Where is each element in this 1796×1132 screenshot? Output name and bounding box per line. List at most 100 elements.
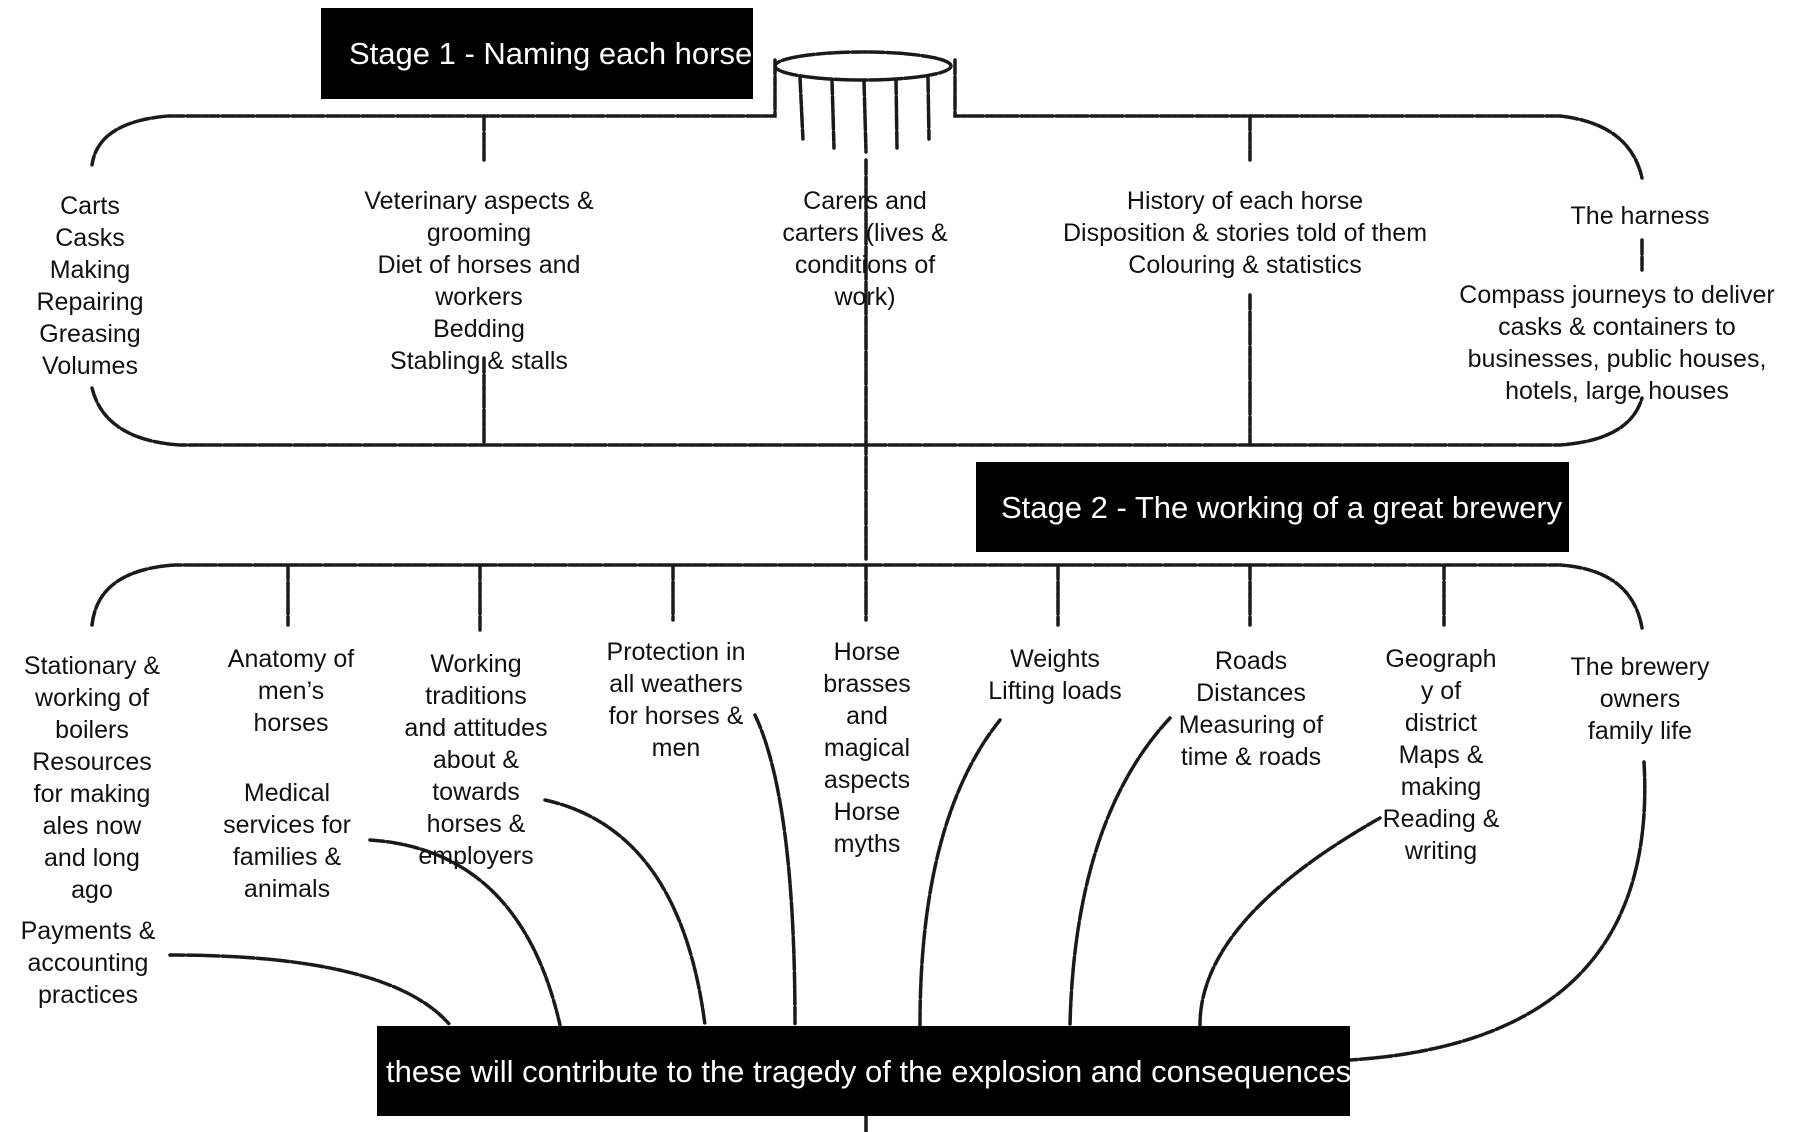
node-text-line: working of: [35, 684, 149, 712]
node-text-line: ales now: [42, 812, 142, 840]
node-text-line: traditions: [425, 682, 527, 710]
node-text-line: about &: [432, 746, 520, 774]
node-text-line: family life: [1587, 717, 1693, 745]
node-text-line: Distances: [1196, 679, 1306, 707]
node-text-line: men: [651, 734, 701, 762]
node-text-line: Medical: [243, 779, 331, 807]
node-text-line: boilers: [55, 716, 129, 744]
node-text-line: horses: [253, 709, 329, 737]
node-text-line: district: [1404, 709, 1478, 737]
stage2-title: Stage 2 - The working of a great brewery: [1001, 489, 1563, 525]
node-text-line: for making: [33, 780, 151, 808]
node-text-line: all weathers: [609, 670, 743, 698]
node-text-line: Greasing: [39, 320, 141, 348]
node-text-line: work): [834, 283, 896, 311]
node-text-line: Maps &: [1398, 741, 1484, 769]
node-text-line: Bedding: [433, 315, 525, 343]
node-text-line: Protection in: [606, 638, 746, 666]
node-text-line: Geograph: [1385, 645, 1497, 673]
node-text-line: y of: [1420, 677, 1462, 705]
node-text-line: Roads: [1214, 647, 1288, 675]
node-text-line: time & roads: [1180, 743, 1322, 771]
node-text-line: accounting: [27, 949, 149, 977]
node-text-line: Stationary &: [23, 652, 161, 680]
node-text-line: conditions of: [794, 251, 936, 279]
node-text-line: grooming: [426, 219, 532, 247]
node-text-line: businesses, public houses,: [1467, 345, 1767, 373]
node-text-line: magical: [823, 734, 911, 762]
node-text-line: making: [1400, 773, 1482, 801]
node-text-line: Working: [430, 650, 522, 678]
node-text-line: animals: [243, 875, 331, 903]
stage1-banner: Stage 1 - Naming each horse: [321, 8, 753, 99]
node-text-line: myths: [833, 830, 901, 858]
node-text-line: The brewery: [1570, 653, 1710, 681]
node-text-line: Payments &: [20, 917, 156, 945]
node-text-line: employers: [418, 842, 534, 870]
node-protection: Protection in all weathers for horses & men: [607, 636, 746, 764]
node-text-line: The harness: [1570, 202, 1710, 230]
node-text-line: families &: [232, 843, 342, 871]
node-text-line: Anatomy of: [227, 645, 355, 673]
node-text-line: brasses: [823, 670, 911, 698]
node-text-line: men’s: [257, 677, 325, 705]
stage1-ticks: [482, 114, 1644, 447]
node-medical: Medical services for families & animals: [223, 777, 351, 905]
node-text-line: towards: [432, 778, 520, 806]
node-text-line: Resources: [32, 748, 152, 776]
cylinder-pipes: [798, 76, 931, 154]
stage1-title: Stage 1 - Naming each horse: [349, 36, 753, 71]
node-text-line: History of each horse: [1126, 187, 1364, 215]
stage2-ticks: [286, 563, 1446, 632]
node-text-line: writing: [1404, 837, 1478, 865]
node-text-line: and: [846, 702, 888, 730]
node-text-line: and long: [44, 844, 140, 872]
node-text-line: Carts: [60, 192, 120, 220]
node-text-line: Lifting loads: [988, 677, 1122, 705]
stage1-bottom-bracket: [90, 386, 1644, 447]
node-text-line: ago: [71, 876, 113, 904]
node-text-line: practices: [37, 981, 139, 1009]
node-text-line: Reading &: [1382, 805, 1500, 833]
node-text-line: Casks: [55, 224, 125, 252]
curves-to-bottom: [168, 713, 1647, 1062]
node-text-line: Repairing: [36, 288, 144, 316]
node-text-line: casks & containers to: [1498, 313, 1736, 341]
node-text-line: workers: [435, 283, 523, 311]
node-text-line: and attitudes: [404, 714, 548, 742]
node-harness: The harness: [1571, 200, 1710, 232]
bottom-text: these will contribute to the tragedy of …: [386, 1053, 1350, 1089]
node-text-line: Weights: [1010, 645, 1100, 673]
node-working-traditions: Working traditions and attitudes about & tow…: [404, 648, 547, 872]
node-text-line: aspects: [823, 766, 911, 794]
node-brewery-owners: The brewery owners family life: [1571, 651, 1710, 747]
node-text-line: Horse: [833, 798, 901, 826]
node-compass-journeys: Compass journeys to deliver casks & conta…: [1459, 279, 1774, 407]
stage1-top-bracket: [90, 58, 1644, 180]
stage2-banner: Stage 2 - The working of a great brewery: [976, 462, 1569, 552]
node-text-line: Disposition & stories told of them: [1062, 219, 1428, 247]
node-text-line: for horses &: [608, 702, 744, 730]
node-text-line: Horse: [833, 638, 901, 666]
node-text-line: owners: [1599, 685, 1681, 713]
node-text-line: services for: [223, 811, 351, 839]
node-text-line: Diet of horses and: [377, 251, 581, 279]
node-anatomy: Anatomy of men’s horses: [228, 643, 354, 739]
node-payments: Payments & accounting practices: [21, 915, 156, 1011]
cylinder-top: [773, 50, 953, 82]
node-text-line: horses &: [426, 810, 526, 838]
node-text-line: Compass journeys to deliver: [1459, 281, 1775, 309]
node-text-line: Volumes: [42, 352, 138, 380]
node-text-line: Making: [49, 256, 131, 284]
node-text-line: carters (lives &: [782, 219, 948, 247]
